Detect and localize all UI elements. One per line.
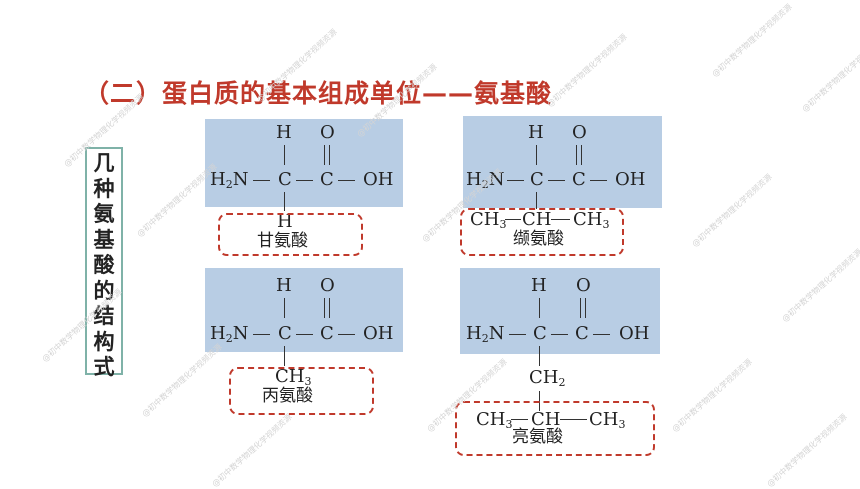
watermark: @初中数学物理化学视频资源 xyxy=(140,342,224,419)
glycine-r-group: H xyxy=(277,211,293,232)
valine-amino-group: H2N xyxy=(466,169,505,191)
slide-title: （二）蛋白质的基本组成单位——氨基酸 xyxy=(84,79,553,108)
alanine-r-ch3: CH3 xyxy=(275,366,312,388)
glycine-bond-n-c xyxy=(253,180,270,181)
watermark: @初中数学物理化学视频资源 xyxy=(780,247,860,324)
alanine-panel xyxy=(205,268,403,352)
leucine-bond-h xyxy=(539,298,540,318)
valine-r-bond-right xyxy=(551,219,570,220)
glycine-namebox xyxy=(218,213,363,256)
valine-r-ch: CH xyxy=(522,209,552,230)
glycine-bond-h xyxy=(284,145,285,165)
leucine-bond-r xyxy=(539,346,540,366)
leucine-bond-n-c xyxy=(509,334,526,335)
alanine-alpha-carbon: C xyxy=(278,323,292,344)
valine-carbonyl-o: O xyxy=(572,122,587,143)
leucine-hydroxyl: OH xyxy=(619,323,650,344)
valine-double-bond-2 xyxy=(581,145,582,165)
glycine-name: 甘氨酸 xyxy=(257,231,308,251)
valine-hydroxyl: OH xyxy=(615,169,646,190)
watermark: @初中数学物理化学视频资源 xyxy=(670,357,754,434)
alanine-hydroxyl: OH xyxy=(363,323,394,344)
valine-double-bond-1 xyxy=(576,145,577,165)
alanine-bond-r xyxy=(284,346,285,366)
leucine-alpha-h: H xyxy=(531,275,547,296)
alanine-bond-h xyxy=(284,298,285,318)
side-label: 几种氨基酸的结构式 xyxy=(93,151,115,379)
valine-bond-r xyxy=(536,192,537,209)
glycine-alpha-carbon: C xyxy=(278,169,292,190)
leucine-double-bond-2 xyxy=(585,298,586,318)
leucine-bond-c-c xyxy=(551,334,568,335)
glycine-panel xyxy=(205,119,403,207)
watermark: @初中数学物理化学视频资源 xyxy=(765,412,849,489)
watermark: @初中数学物理化学视频资源 xyxy=(800,37,860,114)
glycine-carbonyl-o: O xyxy=(320,122,335,143)
watermark: @初中数学物理化学视频资源 xyxy=(210,412,294,489)
alanine-double-bond-1 xyxy=(324,298,325,318)
alanine-carboxyl-carbon: C xyxy=(320,323,334,344)
watermark: @初中数学物理化学视频资源 xyxy=(710,2,794,79)
alanine-bond-n-c xyxy=(253,334,270,335)
valine-bond-c-c xyxy=(548,180,565,181)
alanine-name: 丙氨酸 xyxy=(262,386,313,406)
valine-alpha-carbon: C xyxy=(530,169,544,190)
alanine-carbonyl-o: O xyxy=(320,275,335,296)
valine-r-ch3-left: CH3 xyxy=(470,209,507,231)
leucine-r-ch2: CH2 xyxy=(529,367,566,389)
alanine-double-bond-2 xyxy=(329,298,330,318)
valine-alpha-h: H xyxy=(528,122,544,143)
leucine-r-bond-right xyxy=(560,419,587,420)
leucine-r-ch3-right: CH3 xyxy=(589,409,626,431)
alanine-alpha-h: H xyxy=(276,275,292,296)
valine-bond-h xyxy=(536,145,537,165)
valine-r-ch3-right: CH3 xyxy=(573,209,610,231)
valine-namebox xyxy=(460,208,624,256)
leucine-carboxyl-carbon: C xyxy=(575,323,589,344)
glycine-double-bond-1 xyxy=(324,145,325,165)
leucine-namebox xyxy=(455,401,655,456)
valine-bond-n-c xyxy=(507,180,524,181)
leucine-alpha-carbon: C xyxy=(533,323,547,344)
valine-r-bond-left xyxy=(505,219,521,220)
leucine-r-bond-left xyxy=(511,419,528,420)
alanine-bond-c-c xyxy=(296,334,313,335)
alanine-namebox xyxy=(229,367,374,415)
leucine-bond-c-oh xyxy=(593,334,610,335)
glycine-bond-c-c xyxy=(296,180,313,181)
leucine-double-bond-1 xyxy=(580,298,581,318)
valine-panel xyxy=(463,116,662,208)
valine-name: 缬氨酸 xyxy=(513,229,564,249)
watermark: @初中数学物理化学视频资源 xyxy=(545,32,629,109)
glycine-carboxyl-carbon: C xyxy=(320,169,334,190)
watermark: @初中数学物理化学视频资源 xyxy=(690,172,774,249)
glycine-alpha-h: H xyxy=(276,122,292,143)
leucine-amino-group: H2N xyxy=(466,323,505,345)
glycine-amino-group: H2N xyxy=(210,169,249,191)
glycine-bond-r xyxy=(284,192,285,211)
leucine-r-ch3-left: CH3 xyxy=(476,409,513,431)
alanine-bond-c-oh xyxy=(338,334,355,335)
valine-carboxyl-carbon: C xyxy=(572,169,586,190)
leucine-name: 亮氨酸 xyxy=(512,427,563,447)
leucine-panel xyxy=(460,268,660,354)
valine-bond-c-oh xyxy=(590,180,607,181)
alanine-amino-group: H2N xyxy=(210,323,249,345)
leucine-r-ch: CH xyxy=(531,409,561,430)
leucine-carbonyl-o: O xyxy=(576,275,591,296)
side-label-box: 几种氨基酸的结构式 xyxy=(85,147,123,379)
glycine-bond-c-oh xyxy=(338,180,355,181)
glycine-hydroxyl: OH xyxy=(363,169,394,190)
glycine-double-bond-2 xyxy=(329,145,330,165)
